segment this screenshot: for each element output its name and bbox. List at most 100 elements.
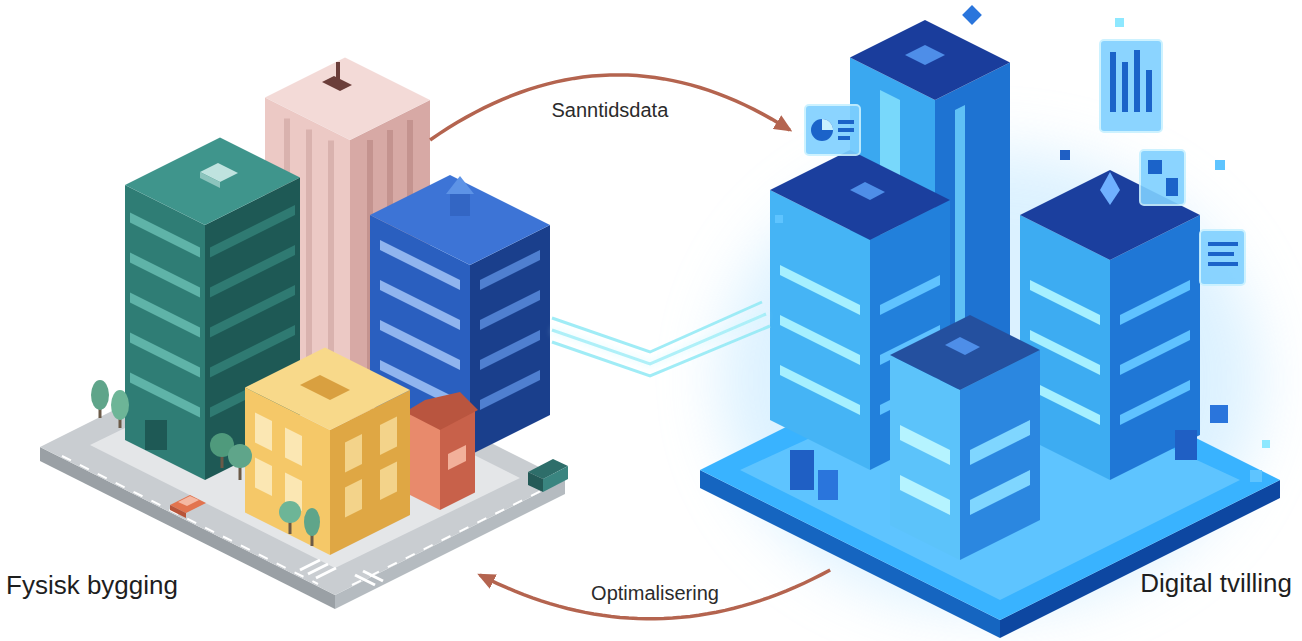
yellow-building-part (285, 428, 302, 467)
data-beam (552, 302, 770, 376)
twin-front-building-part (970, 470, 1030, 515)
trees-part (304, 508, 320, 536)
orange-house-part (405, 392, 478, 430)
yellow-building-part (255, 458, 272, 497)
node-caption: Fysisk bygging (6, 570, 178, 601)
twin-panels-part (805, 105, 860, 155)
digital-twin (700, 5, 1280, 638)
twin-left-building-part (780, 365, 860, 415)
twin-panels-part (1208, 262, 1238, 266)
twin-cubes-part (1060, 150, 1070, 160)
teal-tower-part (125, 138, 300, 226)
twin-cubes-part (1250, 470, 1262, 482)
vehicles-part (528, 472, 543, 492)
data-beam-part (552, 326, 770, 376)
twin-right-building-part (1030, 280, 1100, 325)
twin-left-building-part (780, 315, 860, 365)
twin-panels-part (1200, 230, 1245, 285)
vehicles-part (178, 496, 199, 506)
twin-front-building-part (945, 337, 980, 355)
twin-right-building-part (1110, 215, 1200, 480)
blue-building-part (480, 370, 540, 410)
twin-right-building-part (1100, 172, 1120, 205)
blue-building-part (380, 320, 460, 370)
physical-city (40, 58, 568, 610)
twin-right-building (1020, 170, 1200, 480)
twin-panels (805, 40, 1245, 285)
blue-building-part (450, 192, 470, 216)
twin-left-building-part (780, 265, 860, 315)
trees-part (228, 444, 252, 468)
blue-building-part (380, 280, 460, 330)
illustration-panel: Digital tvilling (690, 130, 1302, 570)
twin-left-building-part (880, 275, 940, 315)
blue-building-part (480, 330, 540, 370)
teal-tower-part (210, 245, 295, 298)
teal-tower-part (130, 333, 200, 378)
twin-cubes-part (1175, 430, 1197, 460)
twin-front-building-part (890, 355, 960, 560)
yellow-building-part (245, 348, 410, 431)
teal-tower-part (130, 373, 200, 418)
twin-right-building-part (1120, 280, 1190, 325)
twin-cubes-part (962, 5, 982, 25)
twin-panels-part (1208, 252, 1234, 256)
pink-tower-part (336, 62, 340, 82)
twin-right-building-part (1120, 380, 1190, 425)
city-platform-part (316, 568, 336, 578)
teal-tower-part (130, 293, 200, 338)
twin-cubes (775, 5, 1270, 500)
twin-panels-part (838, 136, 850, 140)
twin-panels-part (1134, 50, 1140, 112)
trees-part (91, 380, 109, 410)
yellow-building-part (300, 375, 350, 400)
city-platform-part (363, 571, 383, 581)
yellow-building-part (380, 462, 397, 501)
twin-panels-part (811, 119, 833, 141)
twin-left-building-part (770, 150, 950, 240)
twin-right-building-part (1030, 380, 1100, 425)
curved-arrow (480, 570, 830, 619)
twin-panels-part (838, 128, 854, 132)
twin-cubes-part (1215, 160, 1225, 170)
twin-panels-part (1166, 178, 1178, 196)
twin-panels-part (1140, 150, 1185, 205)
blue-building-part (470, 225, 550, 455)
blue-building-part (480, 290, 540, 330)
trees-part (111, 390, 129, 420)
vehicles-part (170, 505, 186, 518)
twin-cubes-part (790, 450, 814, 490)
twin-panels-part (1122, 62, 1128, 112)
edge-label: Optimalisering (587, 581, 723, 605)
blue-building-part (480, 250, 540, 290)
twin-right-building-part (1120, 330, 1190, 375)
vehicles (170, 459, 568, 518)
blue-building-part (446, 176, 474, 194)
twin-cubes-part (1262, 440, 1270, 448)
teal-tower-part (125, 185, 205, 480)
trees (91, 380, 320, 546)
blue-building-part (380, 240, 460, 290)
twin-front-building-part (900, 425, 950, 465)
teal-tower-part (200, 172, 220, 188)
twin-panels-part (1148, 160, 1162, 174)
twin-tower-part (850, 20, 1010, 100)
twin-panels-part (1208, 242, 1238, 246)
yellow-building-part (345, 434, 362, 473)
twin-left-building-part (850, 182, 885, 200)
data-beam-part (552, 314, 766, 364)
illustration-panel: Fysisk bygging (0, 140, 560, 575)
yellow-building-part (380, 417, 397, 456)
yellow-building (245, 348, 410, 556)
twin-front-building-part (970, 420, 1030, 465)
data-beam-part (552, 314, 766, 364)
twin-cubes-part (1115, 18, 1124, 27)
twin-cubes-part (1210, 405, 1228, 423)
orange-house (405, 392, 478, 510)
node-caption: Digital tvilling (1140, 568, 1292, 599)
twin-front-building-part (890, 315, 1040, 390)
